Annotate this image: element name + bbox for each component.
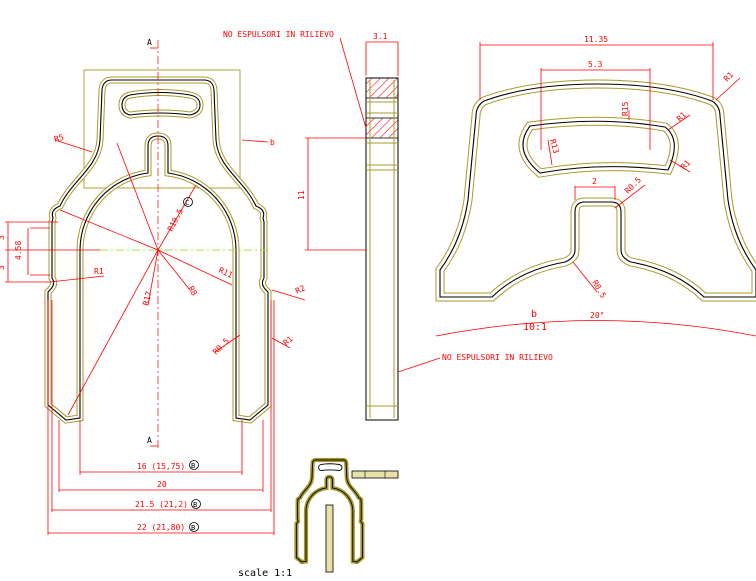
radius-leaders [49, 139, 306, 416]
radius-r2: R2 [294, 284, 307, 296]
radius-r0-5: R0.5 [211, 336, 231, 356]
dim-22: 22 (21,80) [137, 523, 185, 532]
dim-3-lower: 3 [0, 265, 6, 270]
radius-r1-left: R1 [94, 267, 104, 276]
section-label-top: A [147, 38, 152, 47]
dim-16: 16 (15,75) [137, 462, 185, 471]
radius-r8: R8 [186, 285, 199, 298]
scale-views: scale 1:1 [238, 460, 399, 579]
radius-r0-5-bottom: R0.5 [590, 279, 608, 300]
scale-note: scale 1:1 [238, 568, 292, 579]
radius-r1-slot-bottom: R1 [679, 158, 692, 171]
radius-r11: R11 [217, 266, 234, 280]
datum-b-2: B [193, 501, 197, 509]
radius-r15: R15 [621, 101, 630, 116]
datum-c: C [185, 199, 189, 207]
dim-stem-2: 2 [592, 177, 597, 186]
datum-b-3: B [191, 524, 195, 532]
dim-4-58: 4.58 [14, 241, 23, 260]
front-view: A A b R5 R10.5 C R1 R11 R8 R17 R2 R1 R0.… [0, 38, 307, 535]
datum-b-1: B [191, 462, 195, 470]
detail-scale: 10:1 [523, 322, 547, 333]
note-no-ejectors-top: NO ESPULSORI IN RILIEVO [223, 30, 334, 39]
radius-r1-corner: R1 [722, 70, 735, 83]
detail-label-b: b [531, 309, 537, 320]
dim-11-35: 11.35 [584, 35, 608, 44]
radius-r17: R17 [141, 290, 153, 306]
left-dimensions [5, 221, 100, 283]
radius-r1-right: R1 [282, 334, 295, 347]
dim-21-5: 21.5 (21,2) [135, 500, 188, 509]
note-no-ejectors-bottom: NO ESPULSORI IN RILIEVO [442, 353, 553, 362]
radius-r1-slot-top: R1 [675, 110, 688, 123]
bottom-dimension-lines [47, 300, 275, 535]
dim-5-3: 5.3 [588, 60, 603, 69]
dim-thickness-3-1: 3.1 [373, 32, 388, 41]
radius-r5: R5 [53, 133, 65, 144]
dim-angle-20: 20° [590, 311, 604, 320]
radius-r13: R13 [548, 138, 560, 154]
side-view: NO ESPULSORI IN RILIEVO NO ESPULSORI IN … [223, 30, 553, 421]
dim-height-11: 11 [297, 190, 306, 200]
radius-r0-5-top: R0.5 [623, 175, 643, 195]
detail-frame-b [83, 69, 241, 189]
hatched-section [365, 117, 399, 139]
section-label-bottom: A [147, 436, 152, 445]
detail-view-b: 11.35 5.3 R1 R15 R1 R13 R1 2 R0.5 R0.5 b… [436, 35, 756, 337]
dim-3-upper: 3 [0, 235, 6, 240]
hatched-section [365, 77, 399, 99]
detail-callout-b: b [270, 138, 275, 147]
radius-r10-5: R10.5 [166, 207, 185, 233]
dim-20: 20 [157, 480, 167, 489]
